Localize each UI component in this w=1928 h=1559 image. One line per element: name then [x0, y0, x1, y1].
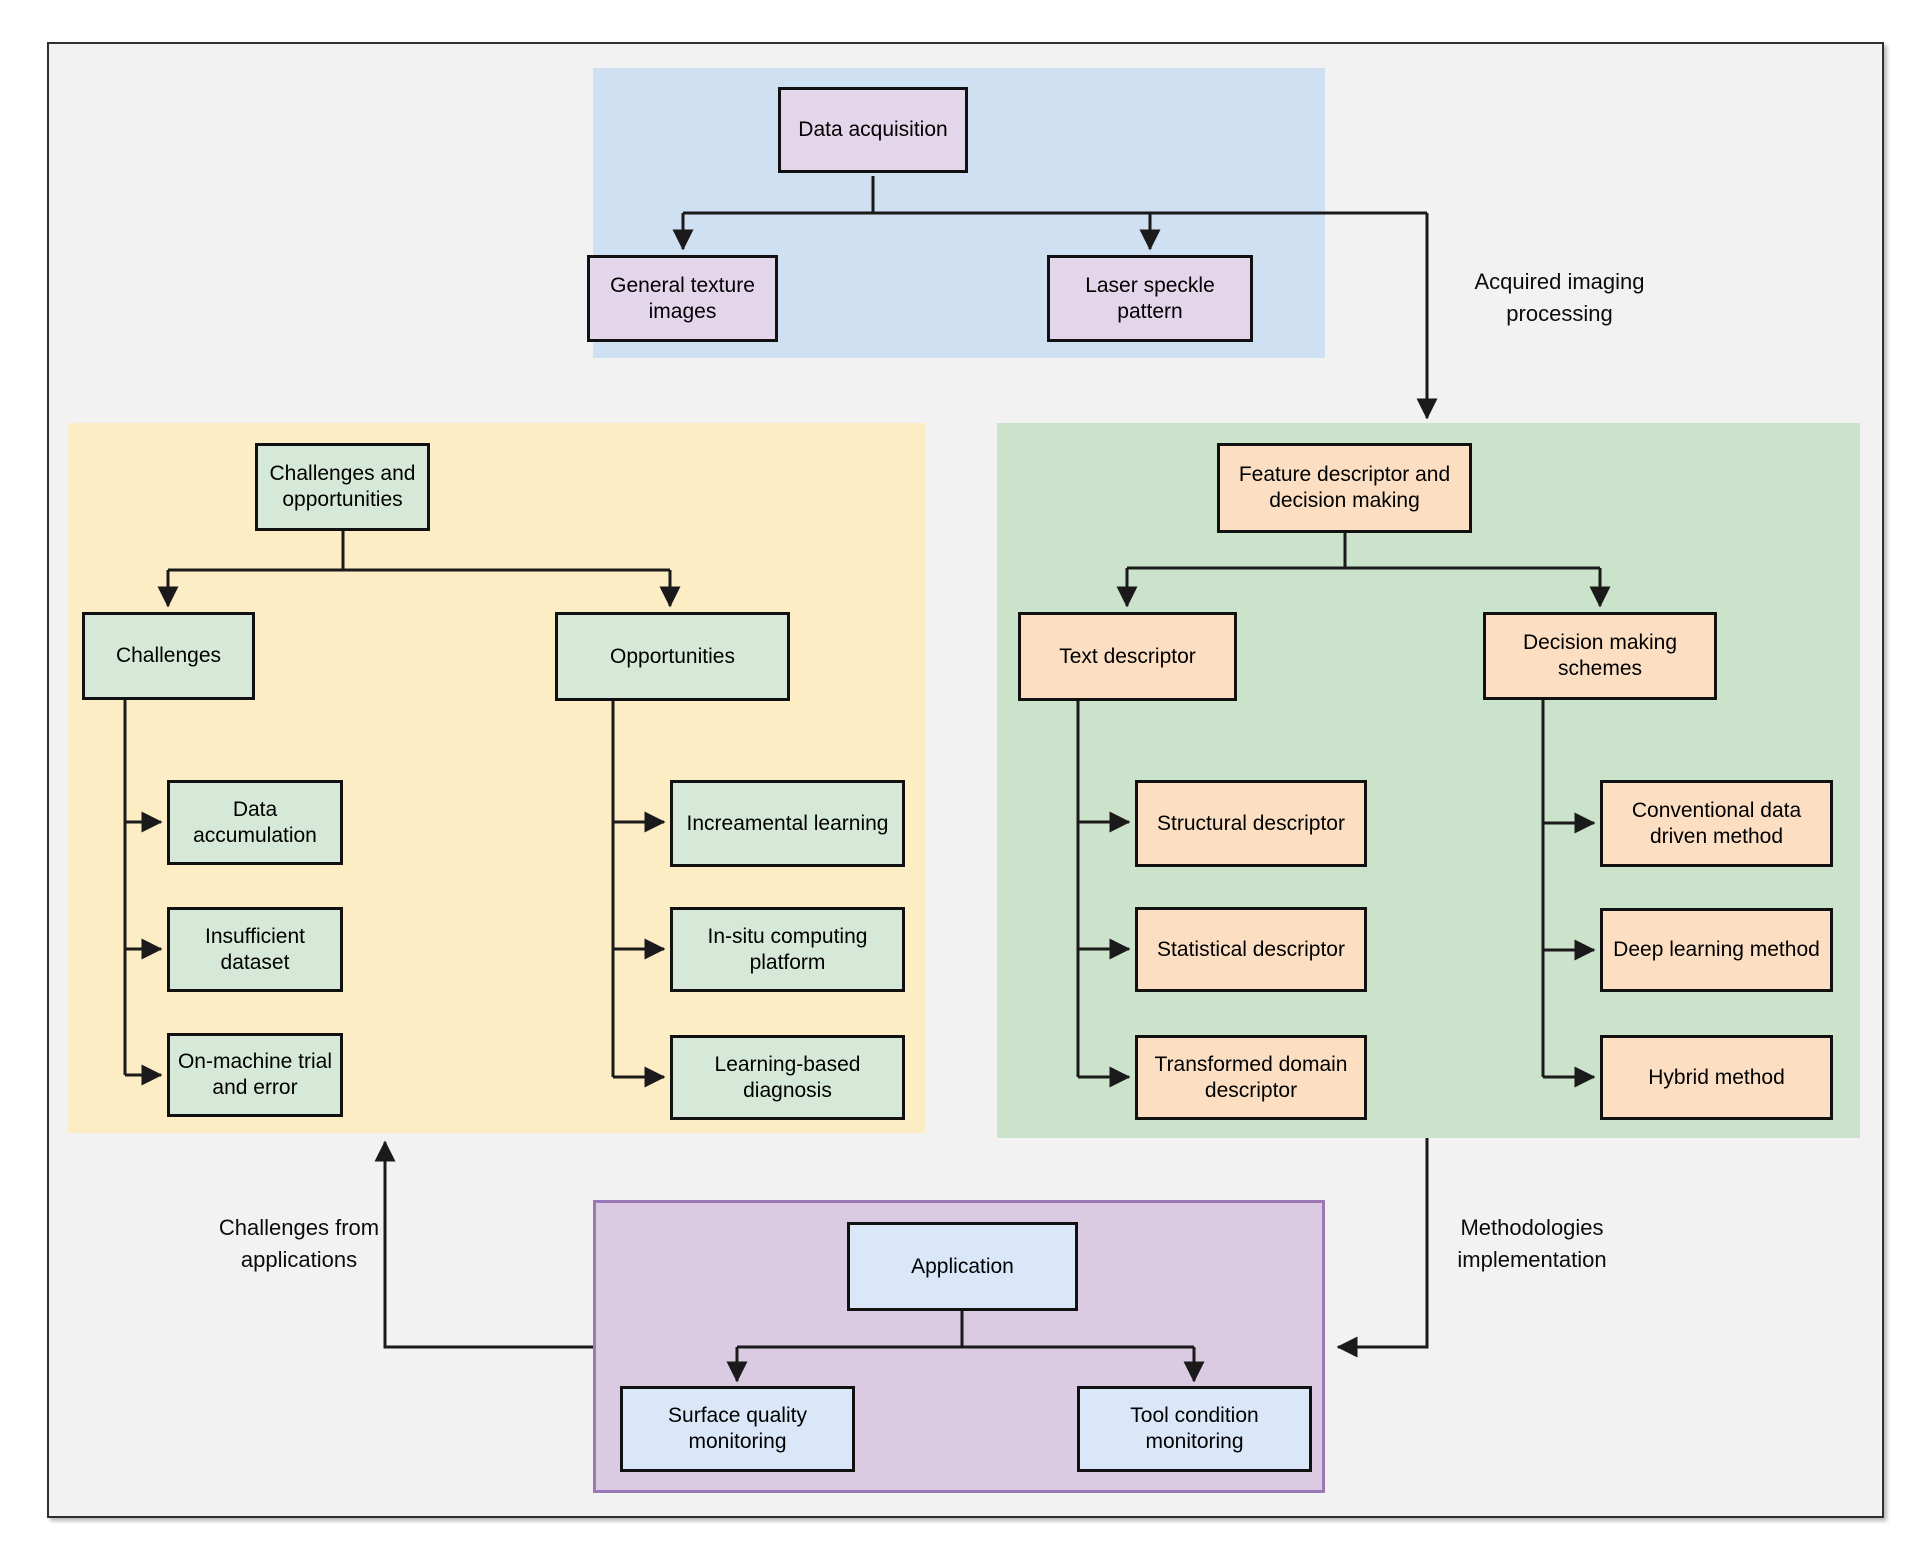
- node-opportunities: Opportunities: [555, 612, 790, 701]
- node-tool-condition-monitoring: Tool condition monitoring: [1077, 1386, 1312, 1472]
- node-decision-making-schemes: Decision making schemes: [1483, 612, 1717, 700]
- node-general-texture-images: General texture images: [587, 255, 778, 342]
- edge-label-methodologies-implementation: Methodologies implementation: [1457, 1215, 1607, 1272]
- node-deep-learning-method: Deep learning method: [1600, 908, 1833, 992]
- node-challenges: Challenges: [82, 612, 255, 700]
- node-learning-based-diagnosis: Learning-based diagnosis: [670, 1035, 905, 1120]
- node-hybrid-method: Hybrid method: [1600, 1035, 1833, 1120]
- edge-label-acquired-imaging-processing: Acquired imaging processing: [1474, 269, 1645, 326]
- node-data-accumulation: Data accumulation: [167, 780, 343, 865]
- node-feature-descriptor-and-decision-making: Feature descriptor and decision making: [1217, 443, 1472, 533]
- node-structural-descriptor: Structural descriptor: [1135, 780, 1367, 867]
- node-surface-quality-monitoring: Surface quality monitoring: [620, 1386, 855, 1472]
- edge-label-challenges-from-applications: Challenges from applications: [218, 1215, 380, 1272]
- node-transformed-domain-descriptor: Transformed domain descriptor: [1135, 1035, 1367, 1120]
- node-conventional-data-driven-method: Conventional data driven method: [1600, 780, 1833, 867]
- node-challenges-and-opportunities: Challenges and opportunities: [255, 443, 430, 531]
- node-laser-speckle-pattern: Laser speckle pattern: [1047, 255, 1253, 342]
- node-statistical-descriptor: Statistical descriptor: [1135, 907, 1367, 992]
- node-in-situ-computing-platform: In-situ computing platform: [670, 907, 905, 992]
- node-insufficient-dataset: Insufficient dataset: [167, 907, 343, 992]
- node-data-acquisition: Data acquisition: [778, 87, 968, 173]
- node-text-descriptor: Text descriptor: [1018, 612, 1237, 701]
- node-application: Application: [847, 1222, 1078, 1311]
- node-on-machine-trial-and-error: On-machine trial and error: [167, 1033, 343, 1117]
- node-increamental-learning: Increamental learning: [670, 780, 905, 867]
- panel-challenges-opportunities: [68, 423, 925, 1133]
